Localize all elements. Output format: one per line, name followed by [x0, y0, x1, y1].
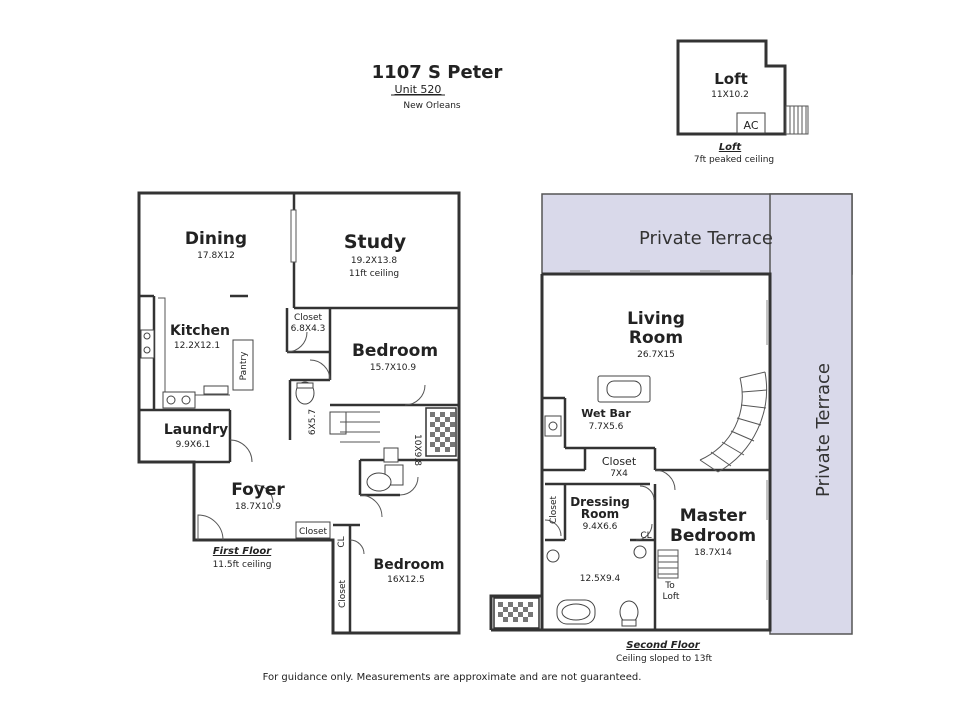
second-floor-caption: Second Floor [626, 640, 701, 651]
study-note: 11ft ceiling [349, 269, 399, 279]
pantry-name: Pantry [239, 351, 249, 380]
address-title: 1107 S Peter [372, 62, 503, 83]
living-name-1: Living [627, 309, 685, 329]
terrace-top-label: Private Terrace [639, 228, 773, 249]
foyer-name: Foyer [231, 480, 285, 500]
city-label: New Orleans [403, 101, 461, 111]
closet-a-dims: 6.8X4.3 [291, 324, 326, 334]
kitchen-dims: 12.2X12.1 [174, 341, 220, 351]
bath-dims: 12.5X9.4 [580, 574, 621, 584]
closet-side-name: Closet [549, 496, 559, 525]
dressing-name-2: Room [581, 507, 619, 521]
loft-ac: AC [743, 119, 758, 132]
second-floor-ceiling: Ceiling sloped to 13ft [616, 654, 712, 664]
first-floor-ceiling: 11.5ft ceiling [213, 560, 272, 570]
living-dims: 26.7X15 [637, 350, 675, 360]
bedroom-a-dims: 15.7X10.9 [370, 363, 417, 373]
loft-ceiling: 7ft peaked ceiling [694, 155, 774, 165]
loft-name: Loft [714, 70, 748, 88]
wetbar-name: Wet Bar [581, 407, 631, 420]
dining-name: Dining [185, 229, 247, 249]
cl-name: CL [640, 531, 651, 541]
disclaimer: For guidance only. Measurements are appr… [263, 672, 642, 683]
bedroom-b-name: Bedroom [374, 557, 445, 573]
dressing-name-1: Dressing [570, 495, 630, 509]
bedroom-a-name: Bedroom [352, 341, 438, 361]
hall-a-dims: 6X5.7 [308, 409, 318, 435]
study-dims: 19.2X13.8 [351, 256, 398, 266]
master-name-2: Bedroom [670, 526, 756, 546]
closet-name: Closet [602, 455, 637, 468]
hall-b-dims: 10X9.8 [412, 434, 422, 466]
unit-label: Unit 520 [395, 83, 442, 96]
loft-caption: Loft [719, 142, 743, 153]
loft-plan: Loft 11X10.2 AC Loft 7ft peaked ceiling [676, 39, 809, 165]
terrace-side-label: Private Terrace [813, 363, 834, 497]
closet-a-name: Closet [294, 313, 323, 323]
to-loft-line-2: Loft [663, 592, 680, 602]
dressing-dims: 9.4X6.6 [583, 522, 618, 532]
laundry-dims: 9.9X6.1 [176, 440, 211, 450]
cl-a-name: CL [337, 536, 347, 547]
study-name: Study [344, 231, 407, 253]
kitchen-name: Kitchen [170, 323, 230, 339]
master-name-1: Master [680, 506, 747, 526]
bedroom-b-dims: 16X12.5 [387, 575, 425, 585]
closet-b-name: Closet [299, 527, 328, 537]
second-floor-plan: Private Terrace Private Terrace Living R… [489, 193, 853, 664]
foyer-dims: 18.7X10.9 [235, 502, 282, 512]
closet-dims: 7X4 [610, 469, 628, 479]
loft-dims: 11X10.2 [711, 90, 749, 100]
closet-c-name: Closet [338, 580, 348, 609]
master-dims: 18.7X14 [694, 548, 732, 558]
laundry-name: Laundry [164, 422, 228, 438]
first-floor-caption: First Floor [213, 546, 272, 557]
first-floor-plan: Dining 17.8X12 Study 19.2X13.8 11ft ceil… [137, 191, 461, 635]
to-loft-line-1: To [664, 581, 675, 591]
wetbar-dims: 7.7X5.6 [589, 422, 624, 432]
living-name-2: Room [629, 328, 683, 348]
dining-dims: 17.8X12 [197, 251, 235, 261]
